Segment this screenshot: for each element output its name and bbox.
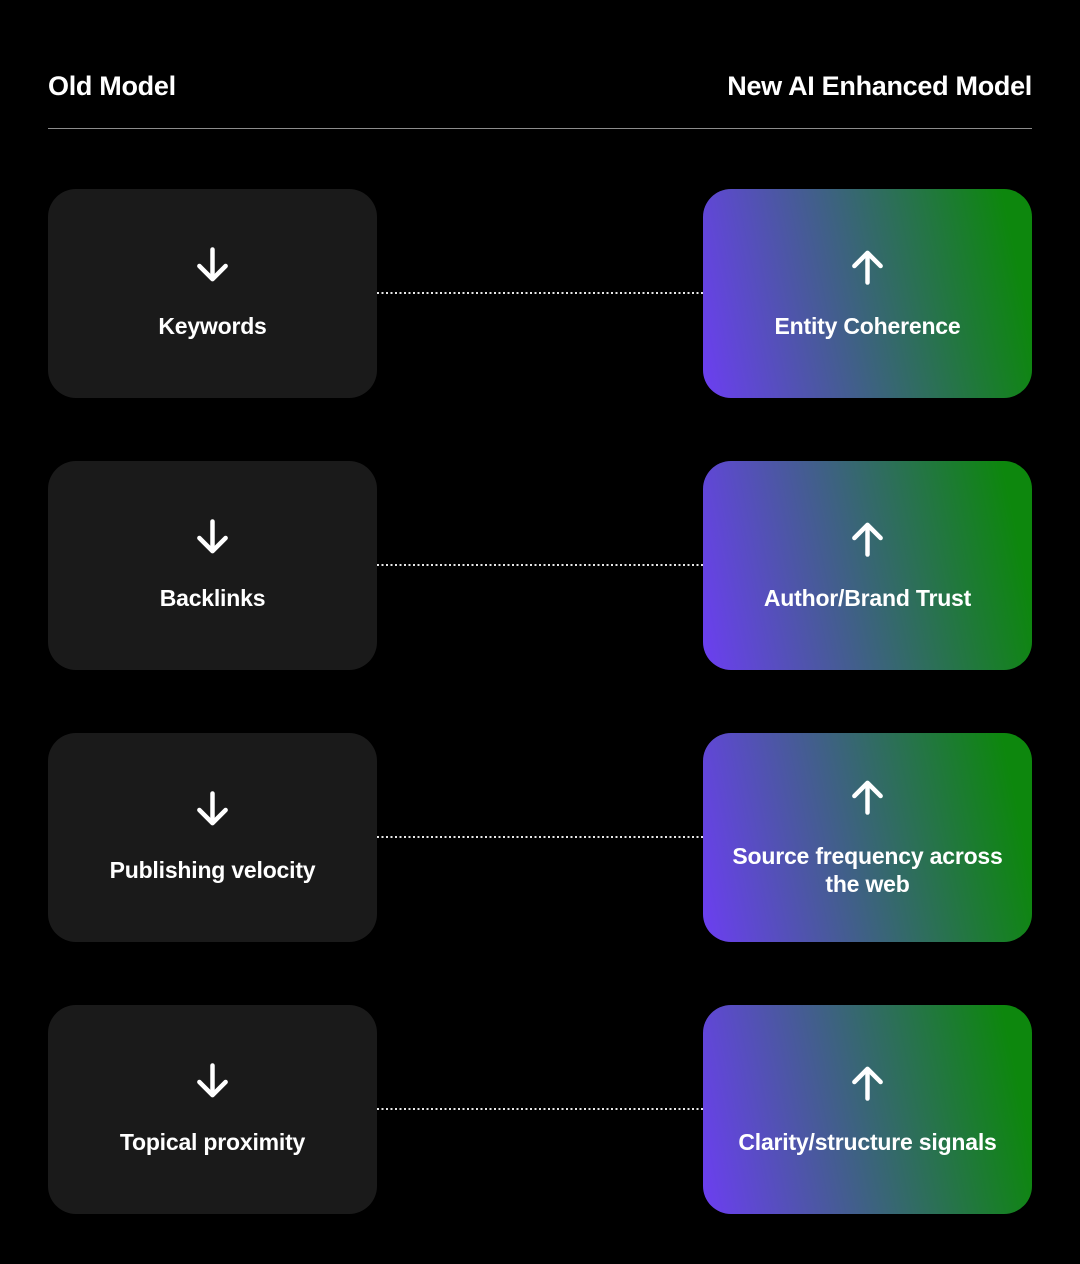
header: Old Model New AI Enhanced Model — [48, 0, 1032, 102]
old-model-card-topical-proximity: Topical proximity — [48, 1004, 377, 1214]
arrow-down-icon — [197, 791, 228, 826]
arrow-down-icon — [197, 247, 228, 282]
comparison-row: Backlinks Author/Brand Trust — [48, 460, 1032, 670]
connector-dotted-line — [377, 836, 703, 839]
arrow-up-icon — [852, 1066, 883, 1101]
new-model-card-source-frequency: Source frequency across the web — [703, 732, 1032, 942]
old-model-title: Old Model — [48, 71, 176, 101]
connector-dotted-line — [377, 1108, 703, 1111]
comparison-row: Publishing velocity Source frequency acr… — [48, 732, 1032, 942]
arrow-up-icon — [852, 780, 883, 815]
new-model-title: New AI Enhanced Model — [727, 71, 1032, 101]
old-card-label: Keywords — [158, 313, 267, 340]
old-model-card-publishing-velocity: Publishing velocity — [48, 732, 377, 942]
arrow-down-icon — [197, 1063, 228, 1098]
new-card-label: Entity Coherence — [774, 313, 961, 340]
arrow-down-icon — [197, 519, 228, 554]
comparison-row: Topical proximity Clarity/structure sign… — [48, 1004, 1032, 1214]
arrow-up-icon — [852, 522, 883, 557]
new-card-label: Author/Brand Trust — [763, 585, 972, 612]
old-model-card-backlinks: Backlinks — [48, 460, 377, 670]
connector-dotted-line — [377, 292, 703, 295]
new-model-card-entity-coherence: Entity Coherence — [703, 188, 1032, 398]
arrow-up-icon — [852, 250, 883, 285]
header-divider — [48, 127, 1032, 129]
new-model-card-clarity-structure: Clarity/structure signals — [703, 1004, 1032, 1214]
new-card-label: Source frequency across the web — [732, 843, 1003, 898]
new-card-label: Clarity/structure signals — [738, 1129, 997, 1156]
old-card-label: Publishing velocity — [109, 857, 316, 884]
comparison-row: Keywords Entity Coherence — [48, 188, 1032, 398]
old-card-label: Backlinks — [159, 585, 266, 612]
comparison-rows: Keywords Entity Coherence Backlinks — [48, 188, 1032, 1214]
new-model-card-author-brand-trust: Author/Brand Trust — [703, 460, 1032, 670]
connector-dotted-line — [377, 564, 703, 567]
old-card-label: Topical proximity — [119, 1129, 306, 1156]
old-model-card-keywords: Keywords — [48, 188, 377, 398]
